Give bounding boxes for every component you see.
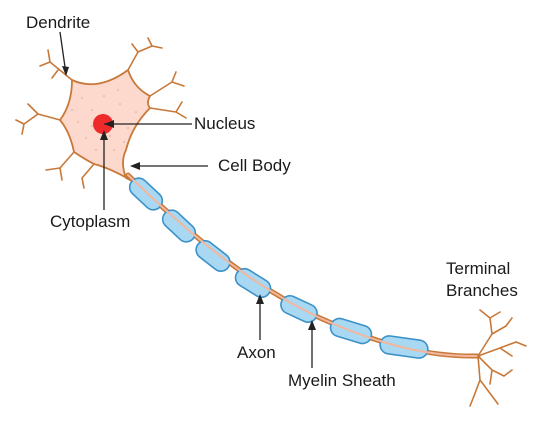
nucleus — [93, 114, 113, 134]
terminal-branches — [469, 309, 527, 407]
dendrites — [15, 37, 187, 189]
pointer-arrowheads — [62, 66, 316, 330]
label-nucleus: Nucleus — [194, 114, 256, 133]
label-cytoplasm: Cytoplasm — [50, 212, 131, 231]
label-terminal-branches: Terminal Branches — [446, 259, 518, 300]
myelin-sheath — [128, 177, 429, 359]
label-cell-body: Cell Body — [218, 156, 291, 175]
axon-core — [125, 172, 481, 359]
pointer-lines — [59, 31, 313, 368]
cytoplasm-texture — [71, 89, 137, 151]
label-myelin-sheath: Myelin Sheath — [288, 371, 396, 390]
label-dendrite: Dendrite — [26, 13, 91, 32]
label-axon: Axon — [237, 343, 276, 362]
axon-core-inner — [127, 174, 479, 358]
